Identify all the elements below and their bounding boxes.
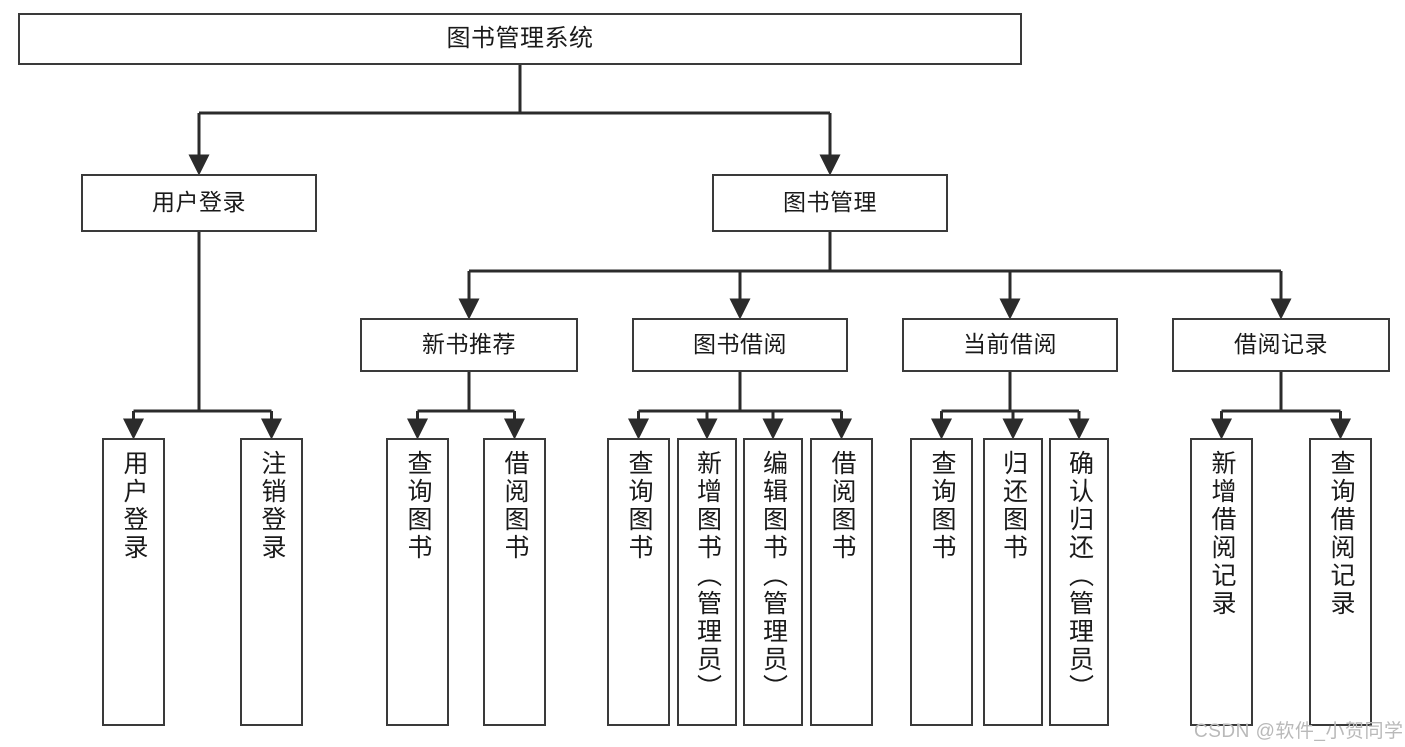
node-label: 查询图书 xyxy=(625,450,653,562)
node-label: 编辑图书（管理员） xyxy=(759,450,788,702)
node-label: 归还图书 xyxy=(999,450,1028,562)
watermark: CSDN @软件_小贺同学 xyxy=(1194,721,1404,742)
node-leaf-confirm-return-admin[interactable]: 确认归还（管理员） xyxy=(1049,438,1109,726)
node-leaf-edit-book-admin[interactable]: 编辑图书（管理员） xyxy=(743,438,803,726)
node-leaf-return-books[interactable]: 归还图书 xyxy=(983,438,1043,726)
node-label: 查询图书 xyxy=(928,450,956,562)
node-label: 新增借阅记录 xyxy=(1208,450,1236,618)
node-leaf-query-books-1[interactable]: 查询图书 xyxy=(386,438,449,726)
node-label: 图书借阅 xyxy=(693,331,787,358)
node-leaf-user-login[interactable]: 用户登录 xyxy=(102,438,165,726)
node-label: 借阅记录 xyxy=(1234,331,1328,358)
node-label: 当前借阅 xyxy=(963,331,1057,358)
node-leaf-borrow-books-1[interactable]: 借阅图书 xyxy=(483,438,546,726)
node-label: 确认归还（管理员） xyxy=(1065,450,1094,702)
node-label: 查询借阅记录 xyxy=(1327,450,1355,618)
node-label: 借阅图书 xyxy=(501,450,529,562)
node-leaf-borrow-books-2[interactable]: 借阅图书 xyxy=(810,438,873,726)
node-leaf-add-book-admin[interactable]: 新增图书（管理员） xyxy=(677,438,737,726)
node-label: 查询图书 xyxy=(404,450,432,562)
node-leaf-query-books-2[interactable]: 查询图书 xyxy=(607,438,670,726)
node-user-login[interactable]: 用户登录 xyxy=(81,174,317,232)
node-label: 注销登录 xyxy=(258,450,286,562)
node-new-book-recommendation[interactable]: 新书推荐 xyxy=(360,318,578,372)
node-leaf-query-borrow-record[interactable]: 查询借阅记录 xyxy=(1309,438,1372,726)
node-current-borrowing[interactable]: 当前借阅 xyxy=(902,318,1118,372)
node-leaf-query-books-3[interactable]: 查询图书 xyxy=(910,438,973,726)
node-book-borrowing[interactable]: 图书借阅 xyxy=(632,318,848,372)
node-book-management[interactable]: 图书管理 xyxy=(712,174,948,232)
node-label: 借阅图书 xyxy=(828,450,856,562)
node-borrow-records[interactable]: 借阅记录 xyxy=(1172,318,1390,372)
node-label: 用户登录 xyxy=(120,450,148,562)
node-label: 用户登录 xyxy=(152,189,246,216)
node-label: 图书管理 xyxy=(783,189,877,216)
node-label: 新增图书（管理员） xyxy=(693,450,722,702)
node-root[interactable]: 图书管理系统 xyxy=(18,13,1022,65)
node-label: 新书推荐 xyxy=(422,331,516,358)
node-label: 图书管理系统 xyxy=(446,24,594,52)
node-leaf-logout[interactable]: 注销登录 xyxy=(240,438,303,726)
node-leaf-add-borrow-record[interactable]: 新增借阅记录 xyxy=(1190,438,1253,726)
